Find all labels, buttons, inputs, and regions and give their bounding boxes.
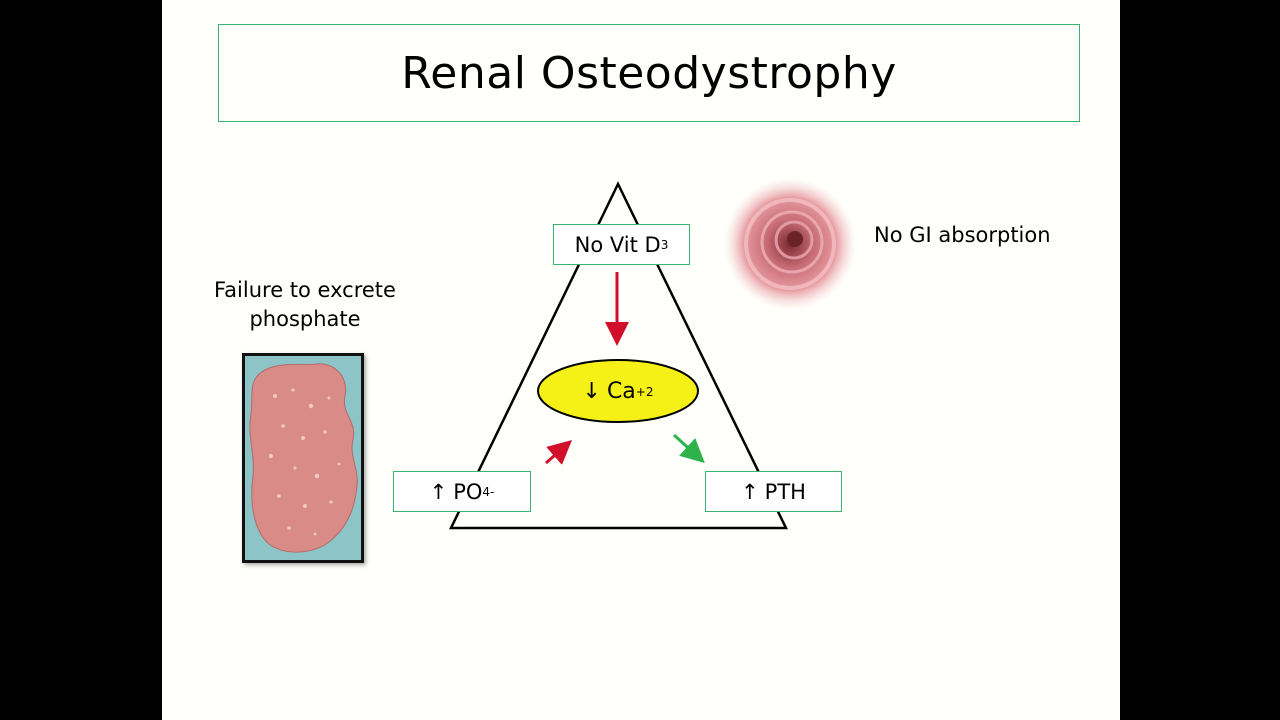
gi-caption: No GI absorption	[874, 223, 1051, 247]
pth-text: PTH	[764, 479, 806, 504]
failure-caption-line1: Failure to excrete	[214, 278, 396, 302]
kidney-image	[249, 363, 358, 553]
triangle-outline	[449, 181, 789, 530]
arrow-phosphate-to-calcium	[545, 440, 572, 465]
calcium-text: Ca	[606, 379, 636, 404]
phosphate-text: PO	[453, 479, 483, 504]
vitamin-d-label: No Vit D	[574, 232, 661, 257]
failure-caption-line2: phosphate	[249, 307, 361, 331]
phosphate-subscript: 4	[482, 484, 491, 499]
calcium-label: ↓Ca+2	[538, 360, 698, 423]
kidney-photo	[242, 353, 364, 563]
failure-caption: Failure to excrete phosphate	[198, 276, 412, 334]
phosphate-charge: -	[490, 484, 495, 499]
slide-title: Renal Osteodystrophy	[401, 47, 897, 99]
title-box: Renal Osteodystrophy	[218, 24, 1080, 122]
vitamin-d-subscript: 3	[660, 237, 669, 252]
intestine-photo	[724, 178, 856, 310]
calcium-charge: +2	[635, 384, 654, 399]
up-arrow-icon: ↑	[429, 479, 448, 504]
calcium-ellipse	[537, 359, 699, 423]
down-arrow-icon: ↓	[582, 379, 601, 404]
up-arrow-icon: ↑	[741, 479, 759, 504]
pth-box: ↑PTH	[705, 471, 842, 512]
diagram-graphics	[449, 181, 789, 530]
arrow-calcium-to-pth	[672, 433, 705, 464]
